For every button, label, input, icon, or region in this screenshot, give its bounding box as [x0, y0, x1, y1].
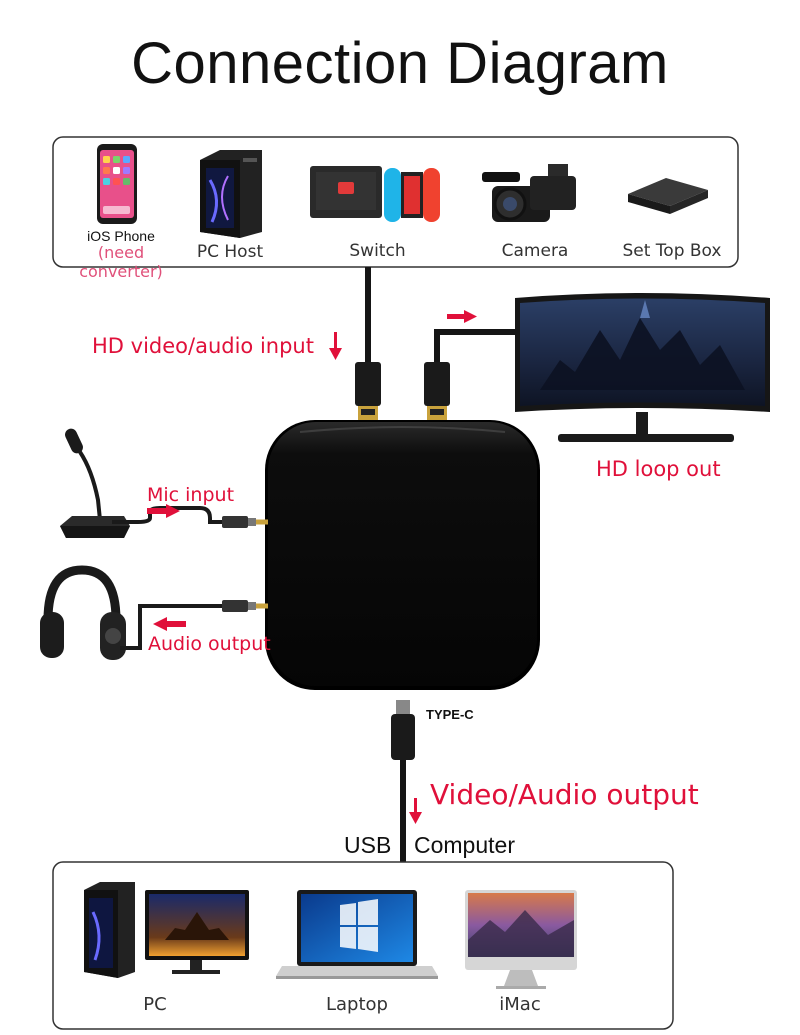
ios-phone-note: (need converter) — [79, 243, 163, 281]
iphone-icon — [97, 144, 137, 224]
mic-input-label: Mic input — [147, 484, 235, 506]
pc-host-label: PC Host — [196, 242, 264, 262]
video-audio-output-label: Video/Audio output — [430, 778, 699, 811]
pc-icon — [84, 882, 249, 978]
ios-phone-label: iOS Phone — [87, 228, 155, 244]
camera-icon — [482, 164, 576, 222]
usb-label: USB — [344, 832, 392, 858]
monitor-icon — [515, 293, 770, 442]
arrow-right-icon-loop — [447, 310, 477, 323]
imac-icon — [465, 890, 577, 989]
laptop-icon — [276, 890, 438, 979]
hdmi-loop-cable — [434, 329, 520, 362]
arrow-right-icon-mic — [147, 504, 180, 518]
computer-label: Computer — [414, 832, 515, 858]
pc-label: PC — [143, 994, 167, 1015]
pc-host-icon — [200, 150, 262, 238]
switch-icon — [310, 166, 440, 222]
set-top-box-icon — [628, 178, 708, 214]
capture-device — [265, 420, 540, 690]
arrow-left-icon-audio — [153, 617, 186, 631]
set-top-box-label: Set Top Box — [622, 241, 722, 261]
switch-label: Switch — [349, 241, 406, 261]
audio-jack — [222, 600, 268, 612]
camera-label: Camera — [501, 241, 569, 261]
audio-output-label: Audio output — [148, 633, 271, 655]
headphones-icon — [40, 565, 126, 660]
arrow-down-icon-input — [329, 332, 342, 360]
imac-label: iMac — [499, 994, 541, 1015]
type-c-label: TYPE-C — [426, 707, 474, 722]
audio-output-cable — [120, 604, 226, 650]
hd-input-label: HD video/audio input — [92, 334, 314, 358]
type-c-connector — [391, 700, 415, 760]
laptop-label: Laptop — [326, 994, 388, 1015]
mic-jack — [222, 516, 268, 528]
hdmi-output-connector — [424, 362, 450, 422]
hdmi-input-connector — [355, 362, 381, 422]
arrow-down-icon-output — [409, 798, 422, 824]
hd-loop-label: HD loop out — [596, 457, 721, 481]
page-title: Connection Diagram — [131, 31, 669, 96]
